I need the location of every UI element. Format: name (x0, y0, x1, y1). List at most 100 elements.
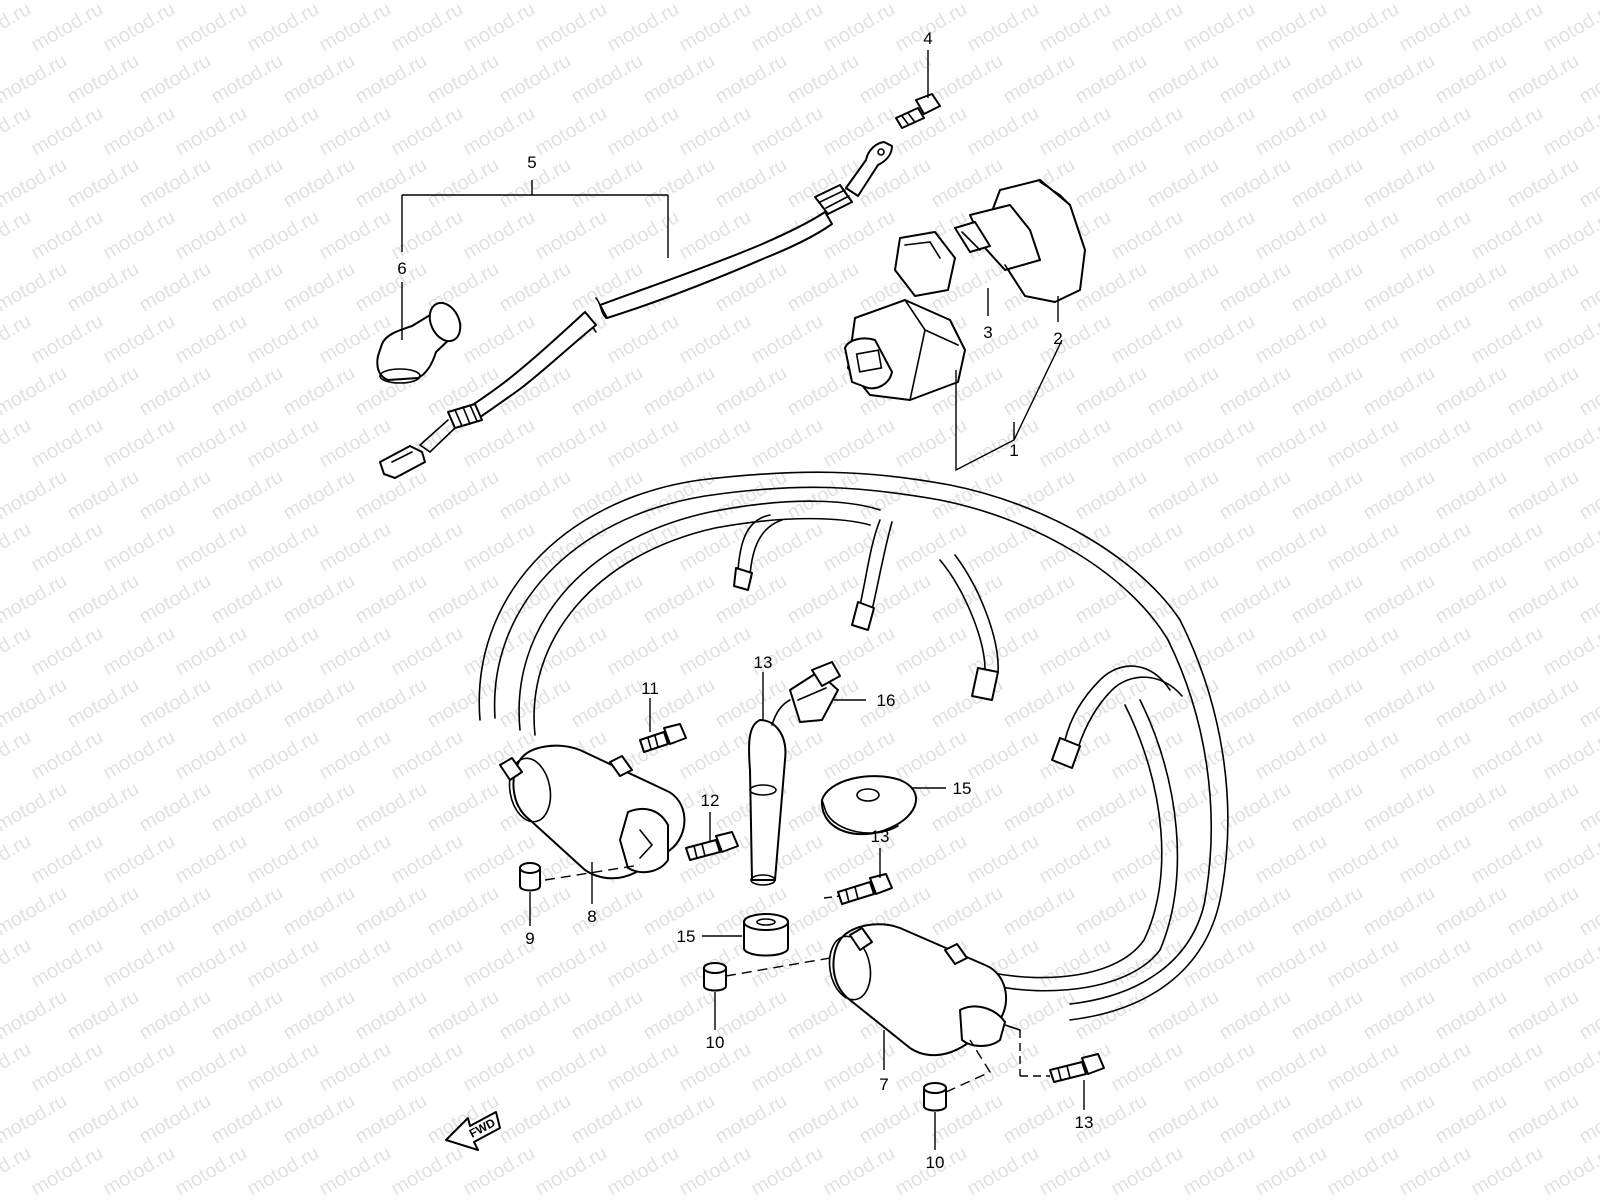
watermark-text: motod.ru (244, 934, 323, 993)
callout-5: 5 (527, 153, 536, 172)
watermark-text: motod.ru (640, 154, 719, 213)
watermark-text: motod.ru (1396, 622, 1475, 681)
bolt-13-upper (837, 873, 893, 905)
watermark-text: motod.ru (0, 154, 71, 213)
watermark-text: motod.ru (1216, 674, 1295, 733)
watermark-text: motod.ru (172, 0, 251, 56)
watermark-text: motod.ru (1144, 466, 1223, 525)
watermark-text: motod.ru (64, 674, 143, 733)
callout-13-lower: 13 (1075, 1113, 1094, 1132)
watermark-text: motod.ru (1576, 466, 1600, 525)
watermark-text: motod.ru (1360, 466, 1439, 525)
watermark-text: motod.ru (1252, 1038, 1331, 1097)
watermark-text: motod.ru (316, 622, 395, 681)
watermark-text: motod.ru (388, 1038, 467, 1097)
watermark-text: motod.ru (208, 674, 287, 733)
watermark-text: motod.ru (1576, 1090, 1600, 1149)
watermark-text: motod.ru (676, 622, 755, 681)
watermark-text: motod.ru (604, 1142, 683, 1200)
watermark-text: motod.ru (1144, 570, 1223, 629)
watermark-text: motod.ru (964, 726, 1043, 785)
callout-10-lower: 10 (926, 1153, 945, 1172)
watermark-text: motod.ru (208, 0, 287, 4)
watermark-text: motod.ru (1108, 518, 1187, 577)
watermark-text: motod.ru (1504, 50, 1583, 109)
watermark-text: motod.ru (0, 778, 71, 837)
callout-16: 16 (877, 691, 896, 710)
watermark-text: motod.ru (784, 258, 863, 317)
watermark-text: motod.ru (1360, 0, 1439, 4)
watermark-text: motod.ru (388, 0, 467, 56)
watermark-text: motod.ru (784, 466, 863, 525)
watermark-text: motod.ru (1576, 258, 1600, 317)
watermark-text: motod.ru (640, 362, 719, 421)
watermark-text: motod.ru (1036, 414, 1115, 473)
watermark-text: motod.ru (964, 102, 1043, 161)
watermark-text: motod.ru (1108, 1038, 1187, 1097)
watermark-text: motod.ru (1288, 986, 1367, 1045)
watermark-text: motod.ru (784, 1090, 863, 1149)
watermark-text: motod.ru (172, 102, 251, 161)
watermark-text: motod.ru (1504, 882, 1583, 941)
watermark-text: motod.ru (352, 0, 431, 4)
watermark-text: motod.ru (748, 1038, 827, 1097)
watermark-text: motod.ru (604, 414, 683, 473)
watermark-text: motod.ru (316, 102, 395, 161)
watermark-text: motod.ru (280, 50, 359, 109)
watermark-text: motod.ru (496, 986, 575, 1045)
watermark-text: motod.ru (532, 206, 611, 265)
watermark-text: motod.ru (460, 518, 539, 577)
watermark-text: motod.ru (1504, 154, 1583, 213)
watermark-text: motod.ru (136, 986, 215, 1045)
watermark-text: motod.ru (1180, 0, 1259, 56)
watermark-text: motod.ru (1576, 362, 1600, 421)
watermark-text: motod.ru (352, 882, 431, 941)
watermark-text: motod.ru (28, 934, 107, 993)
watermark-text: motod.ru (1432, 986, 1511, 1045)
watermark-text: motod.ru (892, 622, 971, 681)
watermark-text: motod.ru (604, 206, 683, 265)
watermark-text: motod.ru (928, 570, 1007, 629)
watermark-text: motod.ru (1468, 0, 1547, 56)
watermark-text: motod.ru (1504, 0, 1583, 4)
watermark-text: motod.ru (0, 1090, 71, 1149)
callout-12: 12 (701, 791, 720, 810)
watermark-text: motod.ru (820, 518, 899, 577)
watermark-text: motod.ru (0, 570, 71, 629)
watermark-text: motod.ru (244, 1038, 323, 1097)
watermark-text: motod.ru (136, 50, 215, 109)
watermark-text: motod.ru (1504, 778, 1583, 837)
watermark-text: motod.ru (1072, 50, 1151, 109)
watermark-text: motod.ru (748, 102, 827, 161)
watermark-text: motod.ru (0, 258, 71, 317)
watermark-text: motod.ru (136, 674, 215, 733)
watermark-text: motod.ru (964, 0, 1043, 56)
watermark-text: motod.ru (460, 1038, 539, 1097)
watermark-text: motod.ru (388, 518, 467, 577)
watermark-text: motod.ru (1360, 778, 1439, 837)
watermark-text: motod.ru (1432, 258, 1511, 317)
watermark-text: motod.ru (532, 518, 611, 577)
watermark-text: motod.ru (1324, 1038, 1403, 1097)
watermark-text: motod.ru (316, 518, 395, 577)
watermark-text: motod.ru (676, 830, 755, 889)
watermark-text: motod.ru (280, 258, 359, 317)
watermark-text: motod.ru (244, 310, 323, 369)
watermark-text: motod.ru (1468, 206, 1547, 265)
watermark-text: motod.ru (1504, 570, 1583, 629)
watermark-text: motod.ru (424, 466, 503, 525)
watermark-text: motod.ru (1396, 1142, 1475, 1200)
watermark-text: motod.ru (1072, 154, 1151, 213)
watermark-text: motod.ru (136, 882, 215, 941)
watermark-text: motod.ru (1288, 882, 1367, 941)
watermark-text: motod.ru (460, 1142, 539, 1200)
watermark-text: motod.ru (1072, 466, 1151, 525)
watermark-text: motod.ru (172, 414, 251, 473)
watermark-text: motod.ru (1324, 934, 1403, 993)
watermark-text: motod.ru (28, 0, 107, 56)
watermark-text: motod.ru (1468, 934, 1547, 993)
watermark-text: motod.ru (172, 1038, 251, 1097)
watermark-text: motod.ru (64, 1090, 143, 1149)
bolt-13-lower (1049, 1053, 1105, 1083)
watermark-text: motod.ru (208, 1090, 287, 1149)
